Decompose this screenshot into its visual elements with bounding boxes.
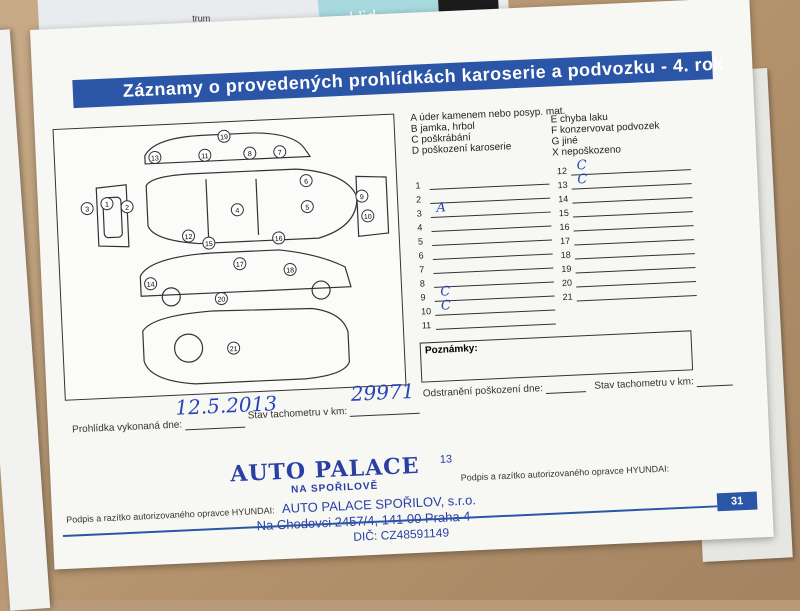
svg-text:4: 4: [235, 208, 239, 215]
diagram-zone-label: 18: [283, 262, 297, 276]
damage-row-number: 17: [559, 235, 571, 247]
damage-row-number: 21: [562, 291, 573, 303]
svg-text:13: 13: [151, 155, 159, 162]
svg-text:14: 14: [147, 282, 155, 289]
diagram-zone-label: 16: [272, 231, 286, 245]
svg-text:10: 10: [364, 214, 372, 221]
dealer-stamp: AUTO PALACE NA SPOŘILOVĚ 13 AUTO PALACE …: [230, 449, 504, 551]
svg-text:20: 20: [217, 296, 225, 303]
inspection-date-label: Prohlídka vykonaná dne:: [71, 419, 183, 436]
repair-odometer-line: [696, 384, 733, 388]
damage-row-number: 6: [418, 250, 424, 261]
diagram-zone-label: 6: [299, 174, 313, 188]
stamp-vat: DIČ: CZ48591149: [353, 525, 450, 544]
repair-odometer-label: Stav tachometru v km:: [594, 376, 695, 392]
stamp-number: 13: [439, 453, 453, 466]
svg-text:11: 11: [201, 153, 209, 160]
inspection-date-field: Prohlídka vykonaná dne:: [71, 417, 246, 436]
diagram-zone-label: 21: [227, 341, 241, 355]
notes-label: Poznámky:: [424, 343, 478, 357]
diagram-zone-label: 12: [182, 229, 196, 243]
diagram-zone-label: 10: [361, 209, 375, 223]
svg-text:6: 6: [304, 179, 308, 186]
svg-text:18: 18: [286, 267, 294, 274]
diagram-zone-label: 2: [120, 200, 134, 214]
svg-text:21: 21: [230, 346, 238, 353]
damage-row-number: 2: [415, 194, 422, 205]
damage-row-handwritten-mark: C: [440, 298, 452, 314]
damage-row-handwritten-mark: A: [436, 200, 447, 216]
svg-text:3: 3: [85, 207, 89, 214]
odometer-line: [350, 412, 421, 417]
damage-row-number: 10: [420, 306, 432, 317]
svg-text:1: 1: [105, 202, 109, 209]
svg-text:2: 2: [125, 205, 129, 212]
damage-row-line: [435, 323, 556, 330]
legend-left: A úder kamenem nebo posyp. mat. B jamka,…: [410, 106, 565, 157]
damage-row-number: 9: [420, 292, 426, 303]
title-bar: Záznamy o provedených prohlídkách karose…: [72, 51, 724, 109]
damage-row-handwritten-mark: C: [577, 171, 588, 188]
diagram-zone-label: 4: [230, 203, 244, 217]
damage-row-number: 15: [558, 207, 570, 219]
diagram-zone-label: 15: [202, 236, 216, 250]
damage-row-number: 1: [415, 180, 421, 191]
svg-text:9: 9: [360, 194, 364, 201]
diagram-zone-label: 5: [300, 200, 314, 214]
damage-legend: A úder kamenem nebo posyp. mat. B jamka,…: [410, 98, 730, 159]
service-book-page: Záznamy o provedených prohlídkách karose…: [30, 0, 774, 570]
legend-right: E chyba laku F konzervovat podvozek G ji…: [550, 108, 702, 159]
svg-text:7: 7: [278, 150, 282, 157]
diagram-zone-label: 13: [148, 150, 162, 164]
damage-row-number: 13: [557, 179, 568, 191]
damage-row-number: 16: [559, 221, 570, 233]
diagram-zone-label: 14: [144, 277, 158, 291]
inspection-date-line: [185, 426, 246, 431]
repair-date-line: [545, 391, 586, 394]
damage-row-line: [576, 295, 697, 302]
svg-text:15: 15: [205, 241, 213, 248]
damage-row-number: 4: [417, 222, 423, 233]
damage-row-number: 14: [557, 193, 569, 205]
svg-text:5: 5: [305, 205, 309, 212]
diagram-zone-label: 19: [217, 129, 231, 143]
diagram-zone-label: 17: [233, 257, 247, 271]
damage-row-number: 8: [419, 278, 426, 289]
handwritten-odometer: 29971: [350, 378, 415, 406]
svg-text:17: 17: [236, 262, 244, 269]
damage-row-number: 7: [419, 264, 425, 275]
damage-row-number: 19: [561, 263, 572, 275]
damage-row-number: 12: [556, 165, 568, 177]
svg-text:16: 16: [275, 236, 283, 243]
damage-row-number: 18: [560, 249, 571, 261]
svg-text:12: 12: [185, 234, 193, 241]
diagram-zone-label: 11: [198, 148, 212, 162]
diagram-zone-label: 8: [243, 146, 257, 160]
svg-text:8: 8: [248, 151, 252, 158]
diagram-zone-label: 9: [355, 189, 369, 203]
diagram-zone-label: 3: [80, 202, 94, 216]
svg-text:19: 19: [220, 134, 228, 141]
notes-box: Poznámky:: [419, 330, 694, 383]
page-title: Záznamy o provedených prohlídkách karose…: [122, 53, 725, 101]
damage-row-number: 20: [561, 277, 573, 289]
repair-date-label: Odstranění poškození dne:: [422, 383, 544, 400]
page-number: 31: [716, 491, 758, 512]
damage-row-number: 11: [421, 320, 432, 331]
diagram-zone-label: 7: [273, 145, 287, 159]
damage-row-number: 3: [416, 208, 422, 219]
diagram-zone-label: 20: [214, 292, 228, 306]
damage-row-number: 5: [417, 236, 424, 247]
diagram-zone-label: 1: [100, 197, 114, 211]
